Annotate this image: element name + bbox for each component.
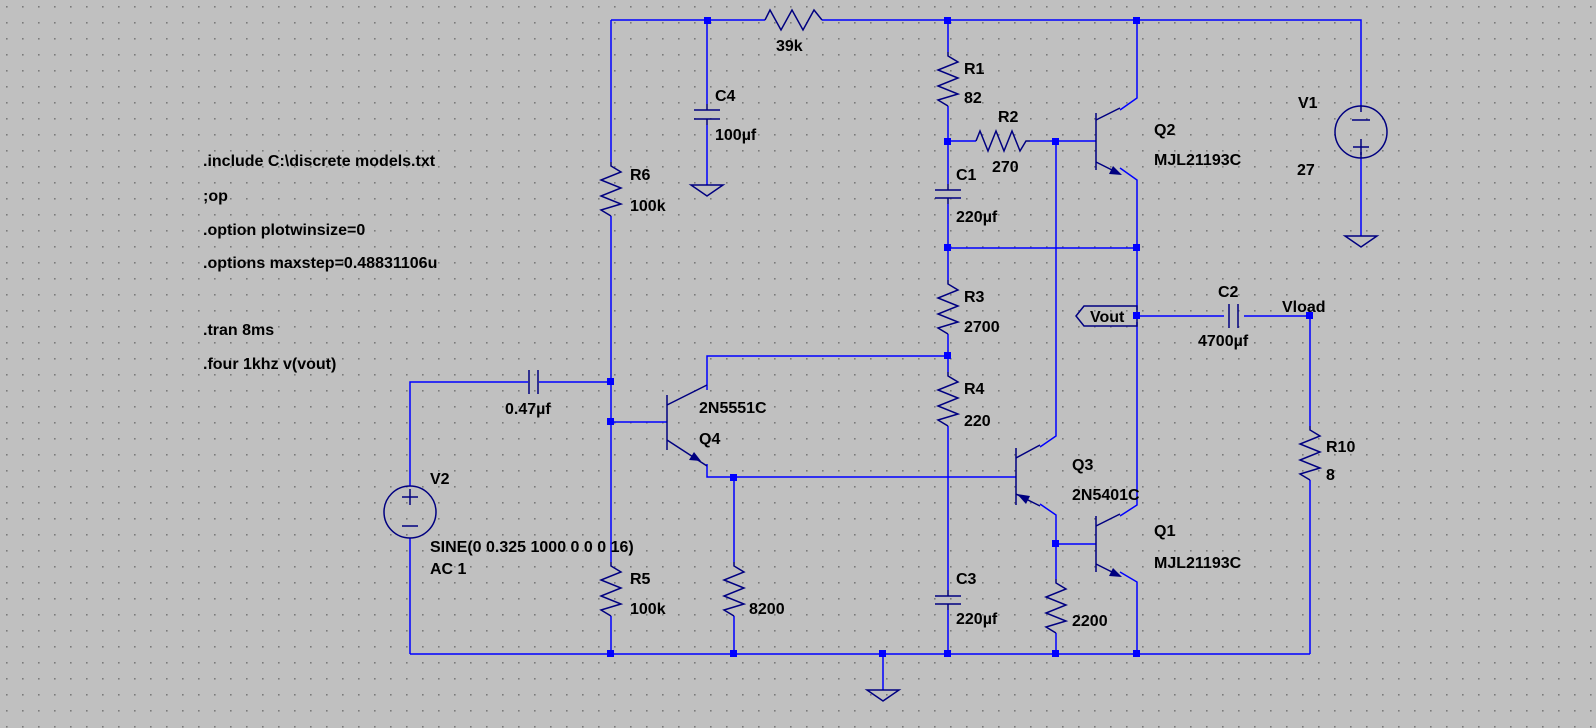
directive-four[interactable]: .four 1khz v(vout)	[203, 356, 336, 373]
label-c2-value: 4700µf	[1198, 333, 1249, 350]
label-c3-value: 220µf	[956, 611, 998, 628]
voltage-source-v1[interactable]	[1334, 105, 1388, 159]
label-v2-ac: AC 1	[430, 561, 467, 578]
label-c4-value: 100µf	[715, 127, 757, 144]
capacitor-c3[interactable]	[935, 590, 961, 610]
wires[interactable]	[409, 19, 1362, 690]
label-q3-name: Q3	[1072, 457, 1093, 474]
resistor-r1[interactable]	[935, 52, 961, 107]
resistor-r10[interactable]	[1297, 426, 1323, 481]
label-c2-name: C2	[1218, 284, 1239, 301]
capacitor-c2[interactable]	[1228, 304, 1239, 328]
resistor-2200[interactable]	[1043, 579, 1069, 634]
label-r4-name: R4	[964, 381, 985, 398]
label-r2-value: 270	[992, 159, 1019, 176]
label-q4-model: 2N5551C	[699, 400, 767, 417]
voltage-source-v2[interactable]	[383, 485, 437, 539]
label-r10-value: 8	[1326, 467, 1335, 484]
capacitor-c4[interactable]	[694, 104, 720, 125]
resistor-r4[interactable]	[935, 372, 961, 427]
label-8200-value: 8200	[749, 601, 785, 618]
label-r4-value: 220	[964, 413, 991, 430]
resistor-39k[interactable]	[764, 8, 823, 32]
component-labels: 39k C4 100µf R1 82 R2 270 C1 220µf R6 10…	[430, 38, 1355, 630]
label-v2-name: V2	[430, 471, 450, 488]
label-cin-value: 0.47µf	[505, 401, 551, 418]
capacitor-input[interactable]	[528, 370, 539, 394]
capacitor-c1[interactable]	[935, 184, 961, 204]
transistor-q4[interactable]	[666, 384, 708, 467]
label-r3-value: 2700	[964, 319, 1000, 336]
label-r5-value: 100k	[630, 601, 666, 618]
label-r1-name: R1	[964, 61, 985, 78]
spice-directives[interactable]: .include C:\discrete models.txt ;op .opt…	[203, 153, 437, 373]
label-r3-name: R3	[964, 289, 985, 306]
transistor-q2[interactable]	[1095, 107, 1122, 175]
resistor-r5[interactable]	[598, 562, 624, 617]
resistor-r2[interactable]	[975, 128, 1030, 154]
directive-maxstep[interactable]: .options maxstep=0.48831106u	[203, 255, 437, 272]
label-r6-name: R6	[630, 167, 651, 184]
resistor-r3[interactable]	[935, 280, 961, 335]
ground-symbol-c4	[688, 184, 726, 197]
label-q2-model: MJL21193C	[1154, 152, 1242, 169]
label-q1-name: Q1	[1154, 523, 1175, 540]
label-q4-name: Q4	[699, 431, 720, 448]
label-q2-name: Q2	[1154, 122, 1175, 139]
label-v2-value: SINE(0 0.325 1000 0 0 0 16)	[430, 539, 634, 556]
label-c1-value: 220µf	[956, 209, 998, 226]
label-r1-value: 82	[964, 90, 982, 107]
transistor-q3[interactable]	[1015, 444, 1041, 507]
net-label-vload: Vload	[1282, 299, 1326, 316]
directive-tran[interactable]: .tran 8ms	[203, 322, 274, 339]
label-c1-name: C1	[956, 167, 977, 184]
label-r10-name: R10	[1326, 439, 1355, 456]
ground-symbol-v1	[1342, 235, 1380, 248]
label-q3-model: 2N5401C	[1072, 487, 1140, 504]
label-v1-name: V1	[1298, 95, 1318, 112]
label-c3-name: C3	[956, 571, 977, 588]
label-r2-name: R2	[998, 109, 1019, 126]
label-q1-model: MJL21193C	[1154, 555, 1242, 572]
label-r6-value: 100k	[630, 198, 666, 215]
transistor-q1[interactable]	[1095, 513, 1122, 577]
label-v1-value: 27	[1297, 162, 1315, 179]
directive-plotwinsize[interactable]: .option plotwinsize=0	[203, 222, 365, 239]
resistor-8200[interactable]	[721, 562, 747, 617]
label-c4-name: C4	[715, 88, 736, 105]
junction-dots	[607, 17, 1313, 657]
directive-op[interactable]: ;op	[203, 188, 228, 205]
directive-include[interactable]: .include C:\discrete models.txt	[203, 153, 436, 170]
label-39k-value: 39k	[776, 38, 803, 55]
net-label-vout-text: Vout	[1090, 309, 1125, 326]
label-r5-name: R5	[630, 571, 651, 588]
label-2200-value: 2200	[1072, 613, 1108, 630]
ground-symbol-main	[864, 689, 902, 702]
resistor-r6[interactable]	[598, 162, 624, 217]
